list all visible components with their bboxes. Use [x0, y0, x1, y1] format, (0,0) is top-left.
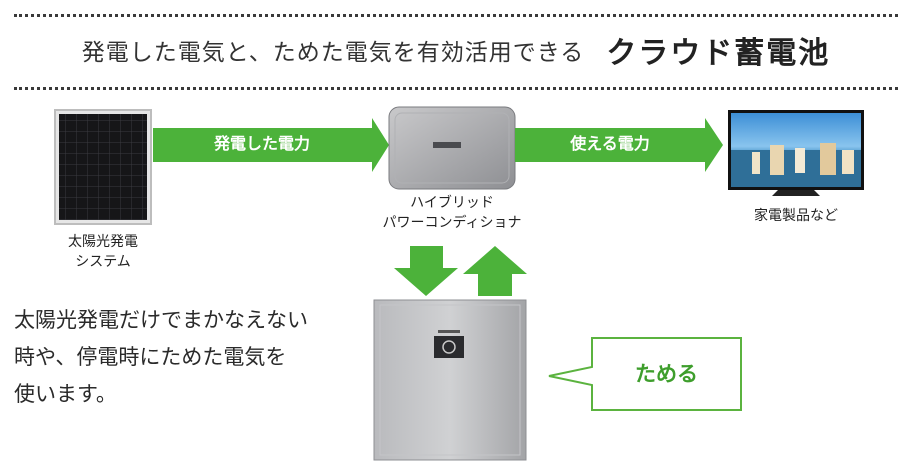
- store-callout: [548, 337, 742, 411]
- generated-power-arrow: [153, 118, 389, 172]
- title-brand-text: クラウド蓄電池: [606, 36, 831, 71]
- inverter-label-line2: パワーコンディショナ: [382, 215, 522, 231]
- generated-power-label: 発電した電力: [213, 134, 310, 153]
- inverter-label: ハイブリッド パワーコンディショナ: [360, 193, 544, 233]
- description-line2: 時や、停電時にためた電気を: [14, 345, 287, 369]
- tv-appliance-image: [728, 110, 864, 196]
- solar-panel-label-line1: 太陽光発電: [68, 234, 138, 250]
- charge-down-arrow: [394, 246, 458, 296]
- title-main-text: 発電した電気と、ためた電気を有効活用できる: [81, 40, 585, 66]
- discharge-up-arrow: [463, 246, 527, 296]
- title: 発電した電気と、ためた電気を有効活用できる クラウド蓄電池: [0, 28, 912, 72]
- appliances-label: 家電製品など: [754, 208, 838, 224]
- store-callout-text: ためる: [635, 362, 698, 386]
- title-top-dotted-rule: [14, 14, 898, 17]
- solar-panel-label-line2: システム: [75, 254, 131, 270]
- storage-battery-image: [373, 299, 527, 461]
- solar-panel-label: 太陽光発電 システム: [40, 232, 166, 272]
- usable-power-label: 使える電力: [570, 134, 650, 153]
- solar-panel-image: [54, 109, 152, 225]
- description-text: 太陽光発電だけでまかなえない 時や、停電時にためた電気を 使います。: [14, 302, 354, 413]
- description-line1: 太陽光発電だけでまかなえない: [14, 308, 308, 332]
- hybrid-inverter-image: [388, 106, 516, 190]
- inverter-label-line1: ハイブリッド: [410, 195, 494, 211]
- title-bottom-dotted-rule: [14, 87, 898, 90]
- description-line3: 使います。: [14, 382, 117, 406]
- usable-power-arrow: [515, 118, 723, 172]
